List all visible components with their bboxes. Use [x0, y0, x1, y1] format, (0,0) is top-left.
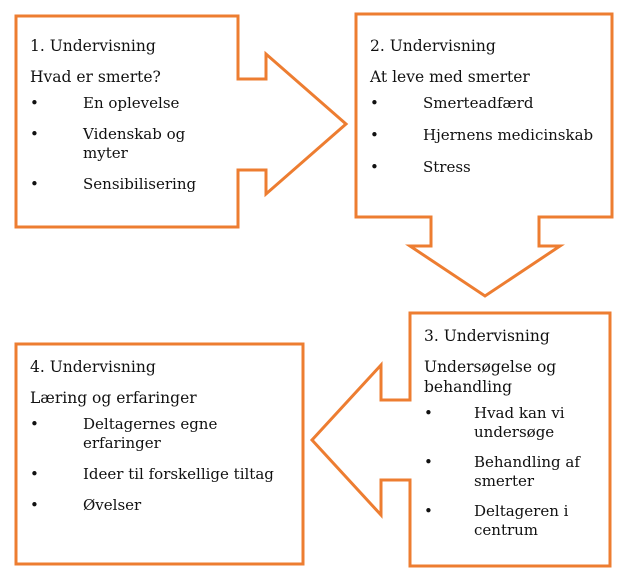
box-3-subtitle: Undersøgelse og behandling: [424, 358, 557, 396]
list-item: •Videnskab og myter: [30, 125, 186, 162]
list-item: •Øvelser: [30, 496, 142, 514]
list-item: •Sensibilisering: [30, 175, 197, 193]
box-1-right-arrow-shape: [14, 14, 349, 229]
list-item: •Stress: [370, 158, 471, 176]
bullet-icon: •: [424, 502, 433, 520]
box-3-content: 3. Undervisning Undersøgelse og behandli…: [424, 326, 604, 551]
bullet-icon: •: [30, 94, 39, 112]
bullet-icon: •: [30, 175, 39, 193]
box-3-list: •Hvad kan vi undersøge •Behandling af sm…: [424, 404, 604, 540]
list-item: •Behandling af smerter: [424, 453, 580, 490]
box-2-subtitle: At leve med smerter: [370, 68, 530, 86]
bullet-icon: •: [30, 465, 39, 483]
box-3-left-arrow-shape: [309, 311, 612, 568]
box-2-list: •Smerteadfærd •Hjernens medicinskab •Str…: [370, 94, 610, 177]
list-item: •Ideer til forskellige tiltag: [30, 465, 274, 483]
list-item: •Hjernens medicinskab: [370, 126, 594, 144]
bullet-icon: •: [30, 496, 39, 514]
box-2-content: 2. Undervisning At leve med smerter •Sme…: [370, 36, 610, 190]
bullet-icon: •: [370, 126, 379, 144]
box-4-list: •Deltagernes egne erfaringer •Ideer til …: [30, 415, 300, 515]
box-1-title: 1. Undervisning: [30, 37, 156, 55]
bullet-icon: •: [30, 415, 39, 433]
bullet-icon: •: [370, 158, 379, 176]
bullet-icon: •: [30, 125, 39, 143]
box-4-shape: [14, 342, 305, 566]
bullet-icon: •: [424, 453, 433, 471]
box-1-content: 1. Undervisning Hvad er smerte? •En ople…: [30, 36, 230, 206]
box-4-content: 4. Undervisning Læring og erfaringer •De…: [30, 357, 300, 527]
list-item: •Smerteadfærd: [370, 94, 534, 112]
bullet-icon: •: [424, 404, 433, 422]
box-2-title: 2. Undervisning: [370, 37, 496, 55]
list-item: •Deltagernes egne erfaringer: [30, 415, 218, 452]
box-1-list: •En oplevelse •Videnskab og myter •Sensi…: [30, 94, 230, 194]
list-item: •Deltageren i centrum: [424, 502, 569, 539]
box-4-title: 4. Undervisning: [30, 358, 156, 376]
bullet-icon: •: [370, 94, 379, 112]
box-2-down-arrow-shape: [354, 12, 614, 298]
list-item: •Hvad kan vi undersøge: [424, 404, 565, 441]
box-4-subtitle: Læring og erfaringer: [30, 389, 197, 407]
list-item: •En oplevelse: [30, 94, 180, 112]
box-1-subtitle: Hvad er smerte?: [30, 68, 161, 86]
box-3-title: 3. Undervisning: [424, 327, 550, 345]
